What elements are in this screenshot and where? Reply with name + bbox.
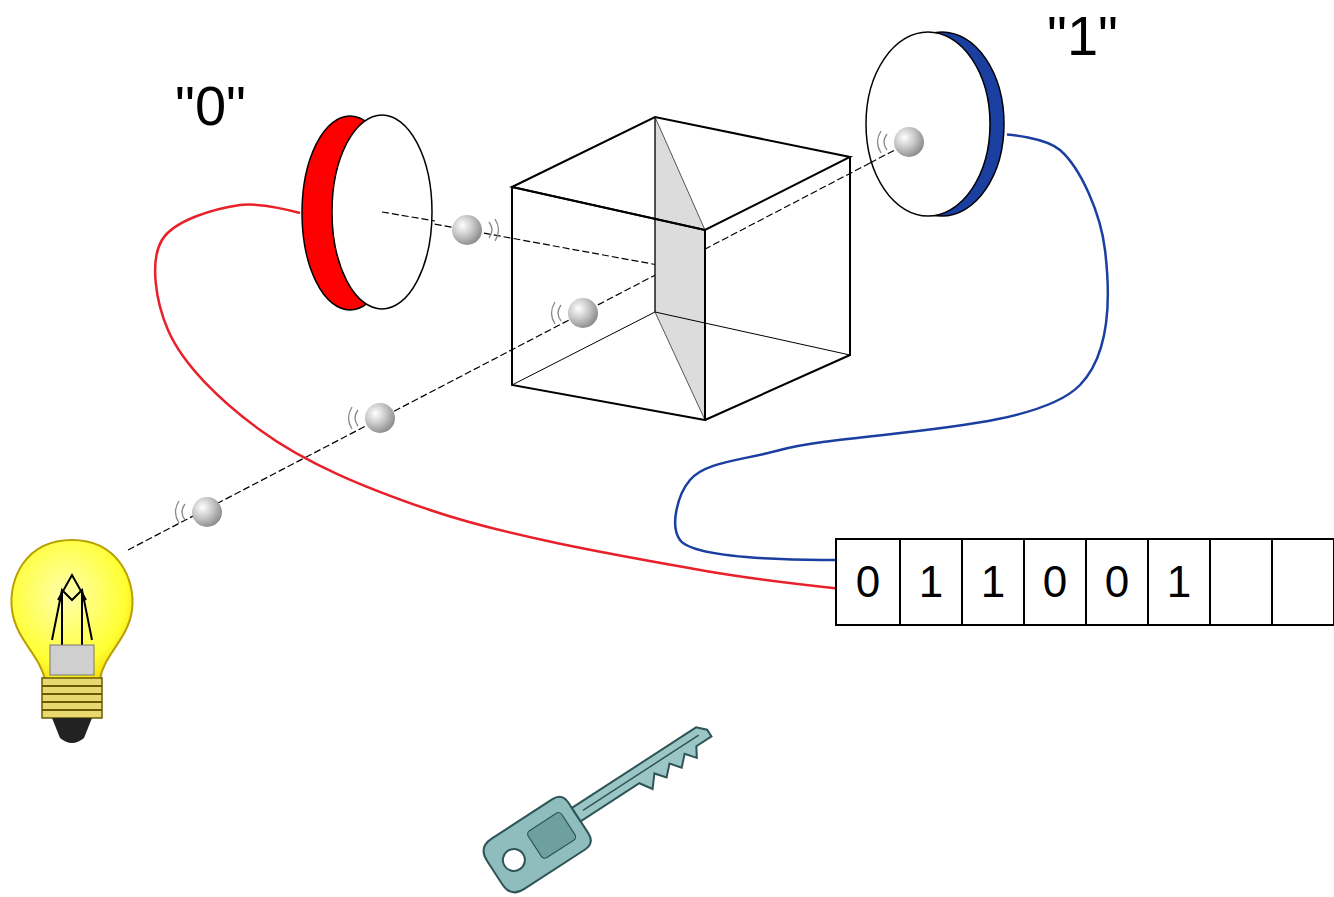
bit-cell: 1 (899, 540, 961, 624)
beam-splitter-cube (512, 117, 850, 420)
key (478, 708, 725, 897)
light-bulb (11, 540, 132, 743)
detector-label: "0" (175, 78, 246, 134)
bit-register: 011001 (835, 538, 1334, 626)
bit-cell: 1 (961, 540, 1023, 624)
bit-cell: 0 (837, 540, 899, 624)
empty-cell (1209, 540, 1271, 624)
detector-dish (300, 113, 435, 313)
detector-zero: "0" (300, 113, 435, 313)
signal-wire (155, 204, 835, 588)
detector-one: "1" (862, 30, 1007, 220)
empty-cell (1271, 540, 1333, 624)
detector-dish (862, 30, 1007, 220)
bit-cell: 1 (1147, 540, 1209, 624)
photon-beam (128, 163, 870, 550)
bit-cell: 0 (1085, 540, 1147, 624)
detector-label: "1" (1047, 8, 1118, 64)
bit-cell: 0 (1023, 540, 1085, 624)
